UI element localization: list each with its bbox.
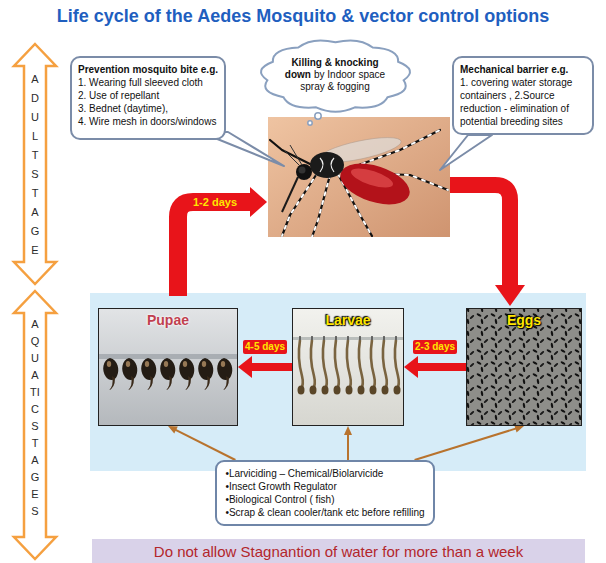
- flow-arrow: [238, 356, 292, 378]
- arrow-head: [344, 426, 352, 435]
- arrow-shaft: [415, 428, 517, 460]
- callout-text: 3. Bednet (daytime),: [78, 102, 218, 115]
- larvae-photo: [292, 308, 404, 426]
- option-text: •Scrap & clean cooler/tank etc before re…: [225, 506, 424, 519]
- warning-text: Do not allow Stagnantion of water for mo…: [154, 543, 523, 560]
- cloud-bubbles: [308, 113, 321, 125]
- duration-label: 1-2 days: [190, 195, 240, 210]
- flow-arrow: [415, 425, 524, 460]
- arrow-shaft: [251, 363, 292, 371]
- cloud-text-block: Killing & knocking downby Indoor space s…: [283, 57, 387, 93]
- mechanical-callout: Mechanical barrier e.g.1. covering water…: [452, 56, 594, 135]
- arrow-head: [168, 426, 178, 434]
- stage-name: Eggs: [467, 312, 581, 328]
- arrow-shaft: [347, 434, 349, 460]
- diagram-title: Life cycle of the Aedes Mosquito & vecto…: [0, 6, 606, 27]
- option-text: •Biological Control ( fish): [225, 493, 424, 506]
- option-text: •Larviciding – Chemical/Biolarvicide: [225, 467, 424, 480]
- prevention-callout: Prevention mosquito bite e.g.1. Wearing …: [70, 56, 226, 140]
- flow-arrow: [344, 426, 352, 460]
- eggs-photo-box: Eggs: [466, 308, 582, 426]
- duration-label: 2-3 days: [413, 340, 457, 354]
- callout-text: Prevention mosquito bite e.g.: [78, 63, 218, 76]
- spray-cloud: Killing & knocking downby Indoor space s…: [259, 36, 412, 115]
- callout-text: 1. Wearing full sleeved cloth: [78, 76, 218, 89]
- arrow-head: [404, 356, 418, 378]
- callout-tails: [200, 132, 492, 170]
- duration-label: 4-5 days: [243, 340, 287, 354]
- callout-text: Mechanical barrier e.g.: [460, 63, 586, 76]
- stage-name: Larvae: [293, 312, 403, 328]
- stage-label: ADULT STAGE: [30, 70, 41, 260]
- cloud-outline: [261, 40, 410, 111]
- arrow-shaft: [417, 363, 466, 371]
- pupae-photo: [98, 308, 238, 426]
- stage-arrows: [14, 44, 56, 559]
- stage-label: AQUATIC STAGES: [30, 316, 41, 520]
- lifecycle-arrows: [178, 185, 525, 306]
- stage-name: Pupae: [99, 312, 237, 328]
- mosquito-photo: [268, 117, 450, 237]
- arrow-head: [238, 356, 252, 378]
- larvae-photo-box: Larvae: [292, 308, 404, 426]
- callout-text: 4. Wire mesh in doors/windows: [78, 115, 218, 128]
- aquatic-band: [90, 293, 586, 471]
- flow-arrow: [168, 426, 235, 460]
- control-options-box: •Larviciding – Chemical/Biolarvicide•Ins…: [215, 460, 434, 526]
- callout-text: 2. Use of repellant: [78, 89, 218, 102]
- eggs-photo: [466, 308, 582, 426]
- option-text: •Insect Growth Regulator: [225, 480, 424, 493]
- cloud-text: by Indoor space spray & fogging: [300, 69, 385, 92]
- callout-text: 1. covering water storage containers , 2…: [460, 76, 586, 128]
- arrow-shaft: [175, 430, 235, 460]
- pupae-photo-box: Pupae: [98, 308, 238, 426]
- flow-arrow: [404, 356, 466, 378]
- warning-bar: Do not allow Stagnantion of water for mo…: [92, 539, 585, 563]
